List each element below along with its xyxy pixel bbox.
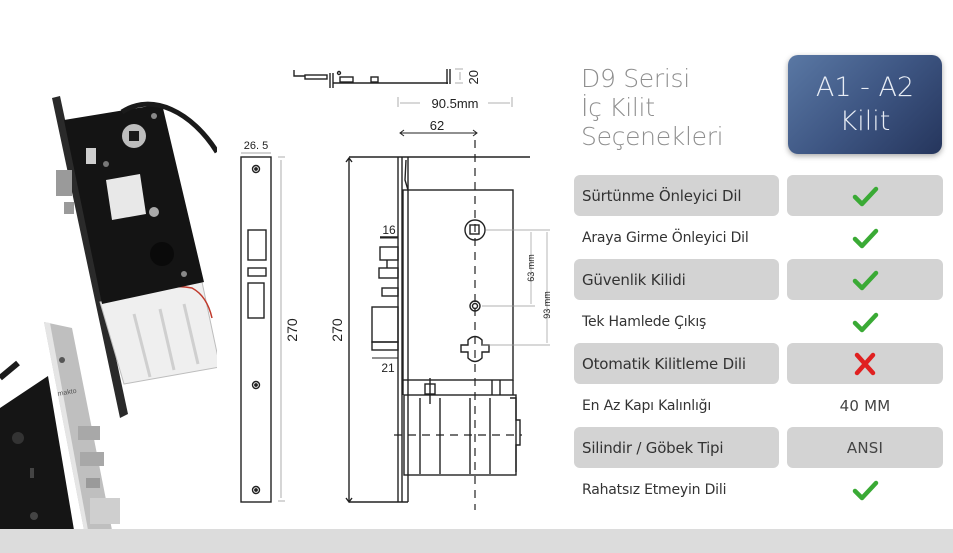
feature-value-cell <box>787 175 943 216</box>
feature-label: Sürtünme Önleyici Dil <box>582 186 742 205</box>
check-icon <box>852 480 879 500</box>
feature-label: Araya Girme Önleyici Dil <box>582 229 749 246</box>
feature-label-cell: En Az Kapı Kalınlığı <box>574 385 779 426</box>
technical-drawing: 20 90.5mm 62 <box>228 60 558 515</box>
feature-value-cell: ANSI <box>787 427 943 468</box>
check-icon <box>852 186 879 206</box>
feature-label-cell: Tek Hamlede Çıkış <box>574 301 779 342</box>
lock-body-photo-top <box>42 92 221 422</box>
feature-label: Silindir / Göbek Tipi <box>582 438 724 457</box>
feature-label-cell: Rahatsız Etmeyin Dili <box>574 469 779 510</box>
feature-label: Rahatsız Etmeyin Dili <box>582 481 727 498</box>
dimension-backset: 62 <box>430 118 444 133</box>
dimension-faceplate-width: 26. 5 <box>244 140 268 152</box>
feature-table: Sürtünme Önleyici Dil Araya Girme Önleyi… <box>574 175 944 511</box>
title-line-2: İç Kilit <box>581 93 655 122</box>
model-badge-line-1: A1 - A2 <box>815 71 915 103</box>
feature-label-cell: Otomatik Kilitleme Dili <box>574 343 779 384</box>
dimension-spindle-63: 63 mm <box>526 254 536 282</box>
feature-label-cell: Silindir / Göbek Tipi <box>574 427 779 468</box>
feature-value-cell <box>787 469 943 510</box>
lock-body-photo-bottom: makto <box>0 318 130 530</box>
dimension-deadbolt: 21 <box>381 361 395 375</box>
check-icon <box>852 270 879 290</box>
cross-icon <box>854 352 876 375</box>
footer-band <box>0 529 953 553</box>
feature-label-cell: Sürtünme Önleyici Dil <box>574 175 779 216</box>
dimension-latch: 16 <box>382 223 396 237</box>
feature-label: Tek Hamlede Çıkış <box>582 313 707 330</box>
feature-row: Otomatik Kilitleme Dili <box>574 343 944 385</box>
dimension-faceplate-height: 270 <box>284 318 300 342</box>
dimension-body-height: 270 <box>329 318 345 342</box>
feature-label-cell: Araya Girme Önleyici Dil <box>574 217 779 258</box>
dimension-spindle-93: 93 mm <box>542 291 552 319</box>
feature-row: Rahatsız Etmeyin Dili <box>574 469 944 511</box>
check-icon <box>852 312 879 332</box>
feature-value-cell: 40 MM <box>787 385 943 426</box>
feature-label: Otomatik Kilitleme Dili <box>582 354 746 373</box>
feature-label: En Az Kapı Kalınlığı <box>582 397 712 414</box>
model-badge-line-2: Kilit <box>839 105 891 137</box>
feature-value: ANSI <box>846 438 884 457</box>
feature-value-cell <box>787 217 943 258</box>
feature-row: Tek Hamlede Çıkış <box>574 301 944 343</box>
title-line-3: Seçenekleri <box>581 122 724 151</box>
page-title: D9 Serisi İç Kilit Seçenekleri <box>581 64 781 151</box>
feature-value-cell <box>787 301 943 342</box>
check-icon <box>852 228 879 248</box>
feature-label-cell: Güvenlik Kilidi <box>574 259 779 300</box>
feature-value-cell <box>787 343 943 384</box>
feature-row: Silindir / Göbek Tipi ANSI <box>574 427 944 469</box>
dimension-top-height: 20 <box>466 70 481 84</box>
model-badge: A1 - A2 Kilit <box>788 55 942 154</box>
feature-row: Araya Girme Önleyici Dil <box>574 217 944 259</box>
feature-label: Güvenlik Kilidi <box>582 270 686 289</box>
feature-row: Sürtünme Önleyici Dil <box>574 175 944 217</box>
title-line-1: D9 Serisi <box>581 64 690 93</box>
feature-row: En Az Kapı Kalınlığı 40 MM <box>574 385 944 427</box>
feature-value: 40 MM <box>839 396 891 415</box>
brand-engraving: makto <box>57 388 77 398</box>
feature-value-cell <box>787 259 943 300</box>
feature-row: Güvenlik Kilidi <box>574 259 944 301</box>
dimension-case-depth: 90.5mm <box>432 96 479 111</box>
